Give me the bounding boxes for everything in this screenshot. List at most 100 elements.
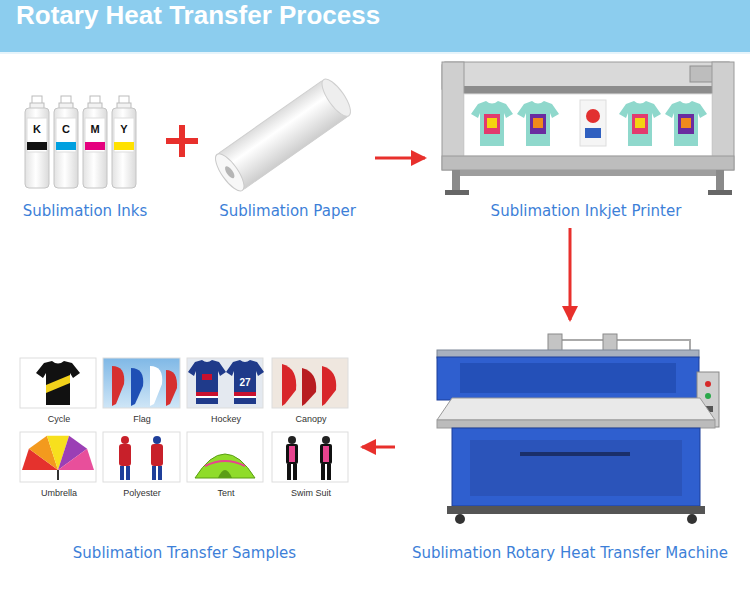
sample-thumbnails [234,396,256,398]
heat-transfer-machine [455,514,465,524]
process-step: Sublimation Inks [10,88,160,223]
sample-thumbnails [119,444,131,466]
sample-thumbnails [187,358,263,408]
sample-thumbnails [36,361,80,405]
inkjet-printer [681,118,691,128]
inkjet-printer [580,100,606,146]
inkjet-printer [635,118,645,128]
heat-transfer-machine [437,334,719,524]
sample-item: Hockey [187,358,265,426]
sample-item: Canopy [272,358,350,426]
sample-item: Tent [187,432,265,500]
sample-thumbnails [36,361,80,405]
heat-transfer-machine [460,363,676,393]
sample-thumbnails [286,444,298,464]
sample-caption: Cycle [48,414,71,425]
paper-roll [211,150,249,195]
heat-transfer-machine [705,393,711,399]
inkjet-printer [665,101,707,146]
ink-bottles [83,96,107,188]
inkjet-printer [619,101,661,146]
inkjet-printer [678,114,694,134]
sample-thumbnails [321,464,325,480]
ink-bottles [25,96,49,188]
sample-item: Cycle [20,358,98,426]
sample-thumbnails [103,432,180,482]
sample-thumbnails [166,370,177,406]
heat-transfer-machine [520,452,630,456]
sample-thumbnails [20,358,96,408]
sample-thumbnails [196,396,218,398]
inkjet-printer [533,118,543,128]
paper-roll [317,75,355,120]
ink-bottles [27,142,47,150]
sample-thumbnails [153,436,161,444]
sample-thumbnails [103,358,180,408]
paper-roll [223,165,236,180]
process-step: Sublimation Rotary Heat Transfer Machine [400,325,740,565]
bottle-letter: Y [120,124,127,135]
ink-bottles [25,108,49,188]
heat-transfer-machine [437,357,699,400]
sample-thumbnails [195,454,255,478]
ink-bottles [85,142,105,150]
inkjet-printer [484,114,500,134]
sample-thumbnails [150,366,162,406]
sample-thumbnails [112,366,124,406]
sample-thumbnails [188,360,226,404]
process-step: Sublimation Paper [205,88,370,223]
page-title: Rotary Heat Transfer Process [0,0,750,31]
inkjet-printer [632,114,648,134]
flow-arrow [375,157,425,160]
step-label: Sublimation Transfer Samples [73,544,296,563]
sample-thumbnails [46,375,70,393]
heat-transfer-machine [470,440,682,496]
inkjet-printer [455,170,721,176]
step-label: Sublimation Inkjet Printer [491,202,682,221]
paper-roll [211,75,356,195]
ink-bottles [112,108,136,188]
sample-thumbnails [126,466,130,480]
heat-transfer-machine [687,514,697,524]
inkjet-printer [471,101,513,146]
sample-thumbnails [272,358,348,408]
inkjet-printer [442,62,734,195]
bottle-letter: K [33,124,41,135]
sample-thumbnails [151,444,163,466]
ink-bottles [25,96,136,188]
heat-transfer-machine [705,381,711,387]
sample-group: Sublimation Transfer Samples Cycle Flag Hoc… [12,350,357,565]
inkjet-printer [665,101,707,146]
inkjet-printer [442,62,464,170]
inkjet-printer [619,101,661,146]
sample-thumbnails [322,366,336,406]
step-label: Sublimation Inks [23,202,148,221]
jersey-number: 27 [239,378,250,388]
sample-thumbnails [205,461,245,466]
flow-arrow [362,446,395,449]
ink-bottles [114,142,134,150]
sample-caption: Flag [133,414,151,425]
inkjet-printer [585,128,601,138]
ink-bottles [114,118,134,152]
sample-thumbnails [226,360,264,404]
inkjet-printer [580,100,606,146]
ink-bottles [83,108,107,188]
inkjet-printer [487,118,497,128]
inkjet-printer [471,101,513,146]
sample-thumbnails [188,360,226,404]
sample-thumbnails [58,449,94,470]
sample-thumbnails [158,466,162,480]
sample-thumbnails [322,436,330,444]
sample-thumbnails [218,470,232,478]
inkjet-printer [712,62,734,170]
heat-transfer-machine [437,398,715,420]
inkjet-printer [716,170,724,192]
flow-arrow [569,228,572,320]
heat-transfer-machine [437,420,715,428]
sample-thumbnails [323,446,329,462]
